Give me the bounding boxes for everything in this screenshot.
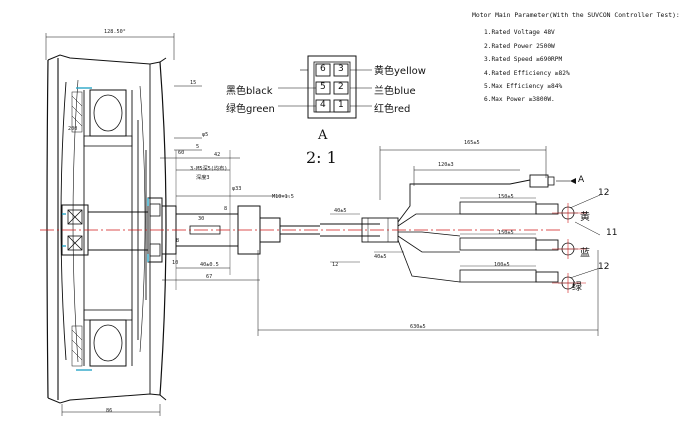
lead-label-green: 绿 <box>572 282 582 293</box>
dim: M10×1.5 <box>272 194 294 200</box>
wire-label-green: 绿色green <box>226 104 275 115</box>
dim: 630±5 <box>410 324 426 330</box>
dim: 165±5 <box>464 140 480 146</box>
callout-number: 12 <box>598 188 610 198</box>
spec-item: 6.Max Power ≥3800W. <box>484 96 555 103</box>
dim: 8 <box>224 206 228 212</box>
dim: 15 <box>190 80 197 86</box>
dim: 40±0.5 <box>200 262 219 268</box>
dim: φ5 <box>202 132 209 138</box>
dim: 10 <box>172 260 179 266</box>
pin-label: 5 <box>320 82 326 92</box>
dim: 30 <box>198 216 205 222</box>
spec-item: 2.Rated Power 2500W <box>484 43 555 50</box>
pin-label: 2 <box>338 82 344 92</box>
dim: 200 <box>68 126 78 132</box>
dim: 67 <box>206 274 213 280</box>
view-label: A <box>318 128 328 143</box>
callout-number: 11 <box>606 228 618 238</box>
spec-title: Motor Main Parameter(With the SUVCON Con… <box>472 11 679 19</box>
dim: 150±5 <box>498 194 514 200</box>
wire-label-red: 红色red <box>374 104 411 115</box>
dim: 120±3 <box>438 162 454 168</box>
scale-label: 2: 1 <box>306 148 337 167</box>
dim: 深度3 <box>196 175 210 181</box>
pin-label: 1 <box>338 100 344 110</box>
dim: 100±5 <box>494 262 510 268</box>
dim-outer: 128.50° <box>104 29 126 35</box>
pin-label: 4 <box>320 100 326 110</box>
dim: 40±5 <box>334 208 347 214</box>
dim: 40±5 <box>374 254 387 260</box>
dim: 86 <box>106 408 113 414</box>
dim: 8 <box>176 238 180 244</box>
view-a-arrow-label: A <box>578 175 585 185</box>
wire-label-yellow: 黄色yellow <box>374 66 426 77</box>
spec-item: 5.Max Efficiency ≥84% <box>484 83 563 90</box>
dim: 5 <box>196 144 200 150</box>
spec-item: 3.Rated Speed ≥690RPM <box>484 56 563 63</box>
wire-label-blue: 兰色blue <box>374 86 416 97</box>
dim: 42 <box>214 152 221 158</box>
wire-label-black: 黑色black <box>226 86 273 97</box>
lead-label-blue: 蓝 <box>580 248 590 259</box>
callout-number: 12 <box>598 262 610 272</box>
dim: 60 <box>178 150 185 156</box>
dim: 12 <box>332 262 339 268</box>
dim: 150±5 <box>498 230 514 236</box>
pin-label: 3 <box>338 64 344 74</box>
dim: φ33 <box>232 186 242 192</box>
pin-label: 6 <box>320 64 326 74</box>
lead-label-yellow: 黄 <box>580 212 590 223</box>
spec-item: 4.Rated Efficiency ≥82% <box>484 70 570 77</box>
dim: 3-M5深5(均布) <box>190 166 228 172</box>
spec-item: 1.Rated Voltage 48V <box>484 29 555 36</box>
